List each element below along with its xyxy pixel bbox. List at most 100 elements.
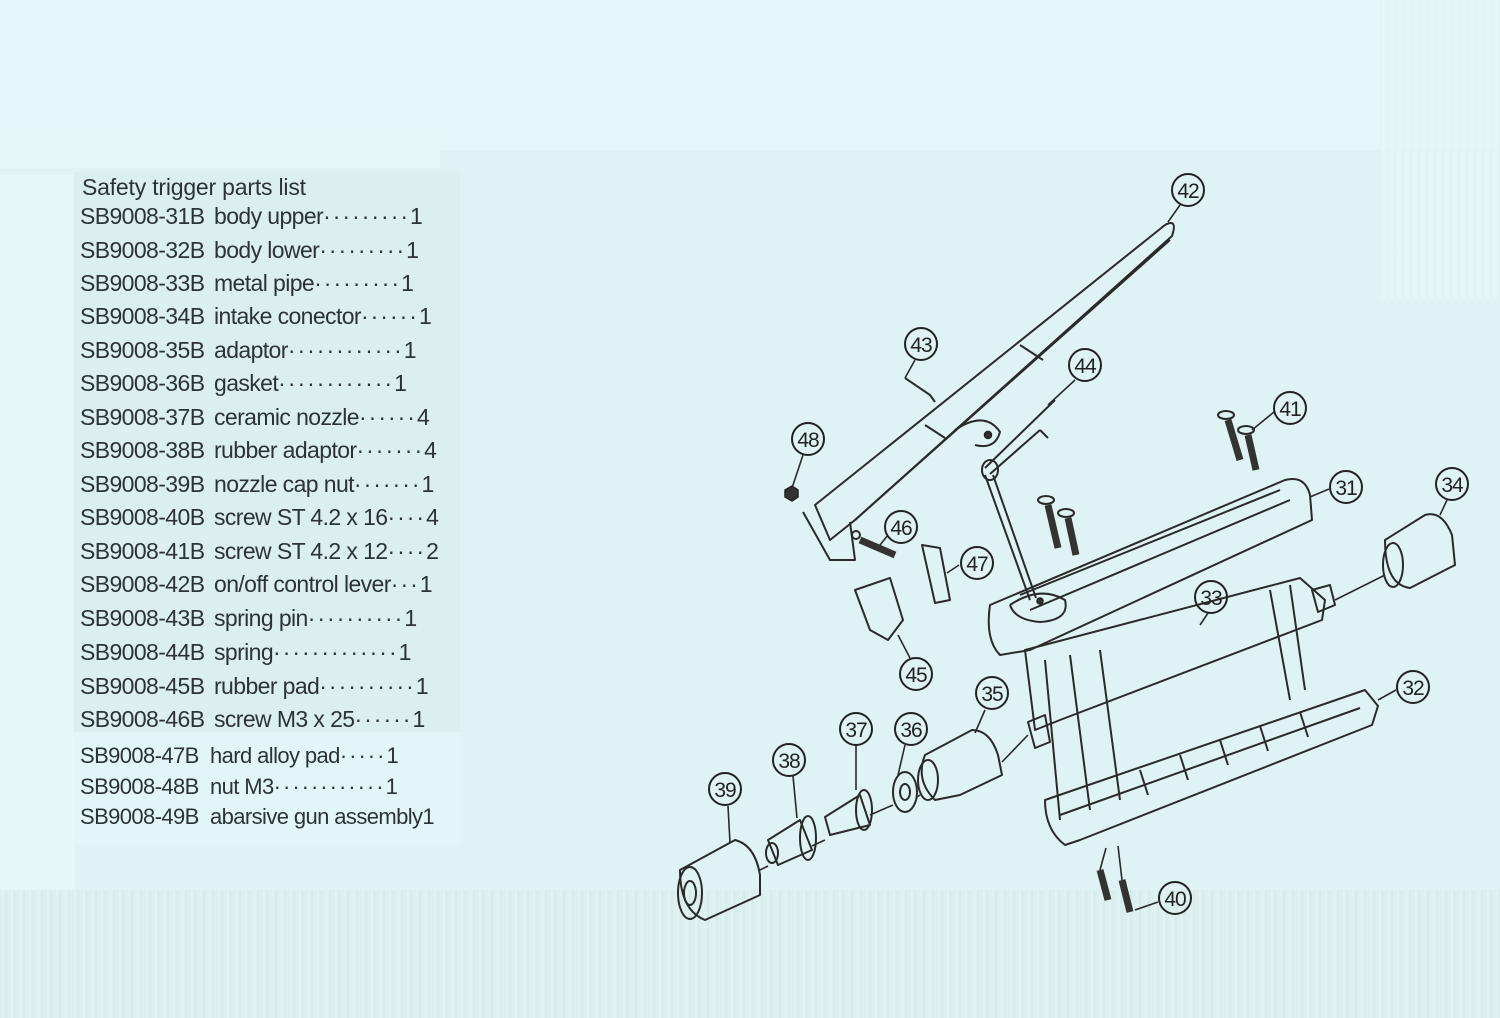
leader-dots: ········· (323, 203, 411, 229)
callout-leaders (727, 204, 1448, 911)
svg-text:48: 48 (797, 429, 819, 452)
part-description: intake conector (214, 303, 362, 329)
part-code: SB9008-33B (80, 270, 205, 296)
part-code: SB9008-34B (80, 303, 205, 329)
callout-34: 34 (1435, 467, 1469, 501)
svg-text:33: 33 (1200, 587, 1222, 610)
part-qty: 1 (410, 203, 423, 229)
screws-st42x16-drawing (1096, 845, 1134, 913)
leader-dots: ····· (339, 743, 387, 768)
part-code: SB9008-42B (80, 571, 205, 597)
svg-text:34: 34 (1441, 474, 1464, 497)
part-qty: 1 (412, 706, 425, 732)
part-code: SB9008-36B (80, 370, 205, 396)
callout-48: 48 (791, 422, 825, 456)
background-band (0, 128, 440, 168)
leader-dots: ······ (359, 404, 417, 430)
part-description: metal pipe (214, 270, 315, 296)
rubber-adaptor-drawing (765, 815, 817, 866)
part-qty: 1 (421, 471, 435, 497)
part-qty: 2 (426, 538, 439, 564)
screws-st42x12-drawing (1217, 410, 1260, 471)
body-lower-drawing (1044, 689, 1379, 846)
part-description: adaptor (214, 337, 288, 363)
part-code: SB9008-40B (80, 504, 205, 530)
leader-dots: ········· (319, 237, 407, 263)
svg-text:46: 46 (890, 517, 912, 540)
svg-text:47: 47 (966, 553, 988, 576)
background-top (0, 0, 1500, 150)
svg-text:37: 37 (845, 719, 867, 742)
part-qty: 1 (422, 804, 435, 829)
part-description: screw ST 4.2 x 12 (214, 538, 388, 564)
part-description: nut M3 (210, 774, 274, 799)
rubber-pad-drawing (854, 577, 904, 641)
adaptor-drawing (917, 714, 1051, 801)
callout-45: 45 (899, 657, 933, 691)
part-code: SB9008-46B (80, 706, 205, 732)
callout-39: 39 (708, 772, 742, 806)
svg-text:42: 42 (1177, 180, 1199, 203)
leader-dots: ············ (287, 337, 404, 363)
leader-dots: ············ (278, 370, 395, 396)
callout-44: 44 (1068, 348, 1102, 382)
spring-drawing (981, 399, 1056, 601)
part-qty: 1 (385, 774, 398, 799)
part-code: SB9008-38B (80, 437, 205, 463)
part-qty: 1 (386, 743, 399, 768)
part-code: SB9008-44B (80, 639, 205, 665)
metal-pipe-drawing (1024, 577, 1326, 821)
svg-text:43: 43 (910, 334, 932, 357)
leader-dots: ············· (273, 639, 399, 665)
part-description: rubber pad (214, 673, 320, 699)
callout-42: 42 (1171, 173, 1205, 207)
leader-dots: ······ (354, 706, 413, 732)
svg-text:44: 44 (1074, 355, 1097, 378)
part-description: rubber adaptor (214, 437, 357, 463)
screws-body-drawing (1037, 495, 1080, 556)
part-qty: 1 (401, 270, 414, 296)
ceramic-nozzle-drawing (824, 789, 873, 836)
assembly-axis-line (759, 794, 921, 871)
control-lever-drawing (802, 222, 1175, 561)
part-code: SB9008-43B (80, 605, 205, 631)
hard-alloy-pad-drawing (921, 544, 951, 604)
callout-32: 32 (1396, 670, 1430, 704)
leader-dots: ······· (353, 471, 422, 497)
gasket-drawing (892, 771, 918, 813)
leader-dots: ·········· (319, 673, 416, 699)
part-qty: 1 (415, 673, 429, 699)
background-stripe (1380, 0, 1500, 300)
part-code: SB9008-48B (80, 774, 199, 799)
part-description: ceramic nozzle (214, 404, 360, 430)
part-description: spring (214, 639, 274, 665)
callout-33: 33 (1194, 580, 1228, 614)
part-qty: 1 (404, 605, 417, 631)
part-description: gasket (214, 370, 279, 396)
callout-35: 35 (975, 676, 1009, 710)
svg-text:40: 40 (1164, 888, 1186, 911)
part-qty: 1 (419, 571, 433, 597)
svg-text:38: 38 (778, 750, 800, 773)
part-description: spring pin (214, 605, 308, 631)
callout-43: 43 (904, 327, 938, 361)
callout-38: 38 (772, 743, 806, 777)
svg-text:41: 41 (1279, 398, 1301, 421)
spring-pin-drawing (904, 377, 936, 403)
leader-dots: ········· (314, 270, 402, 296)
